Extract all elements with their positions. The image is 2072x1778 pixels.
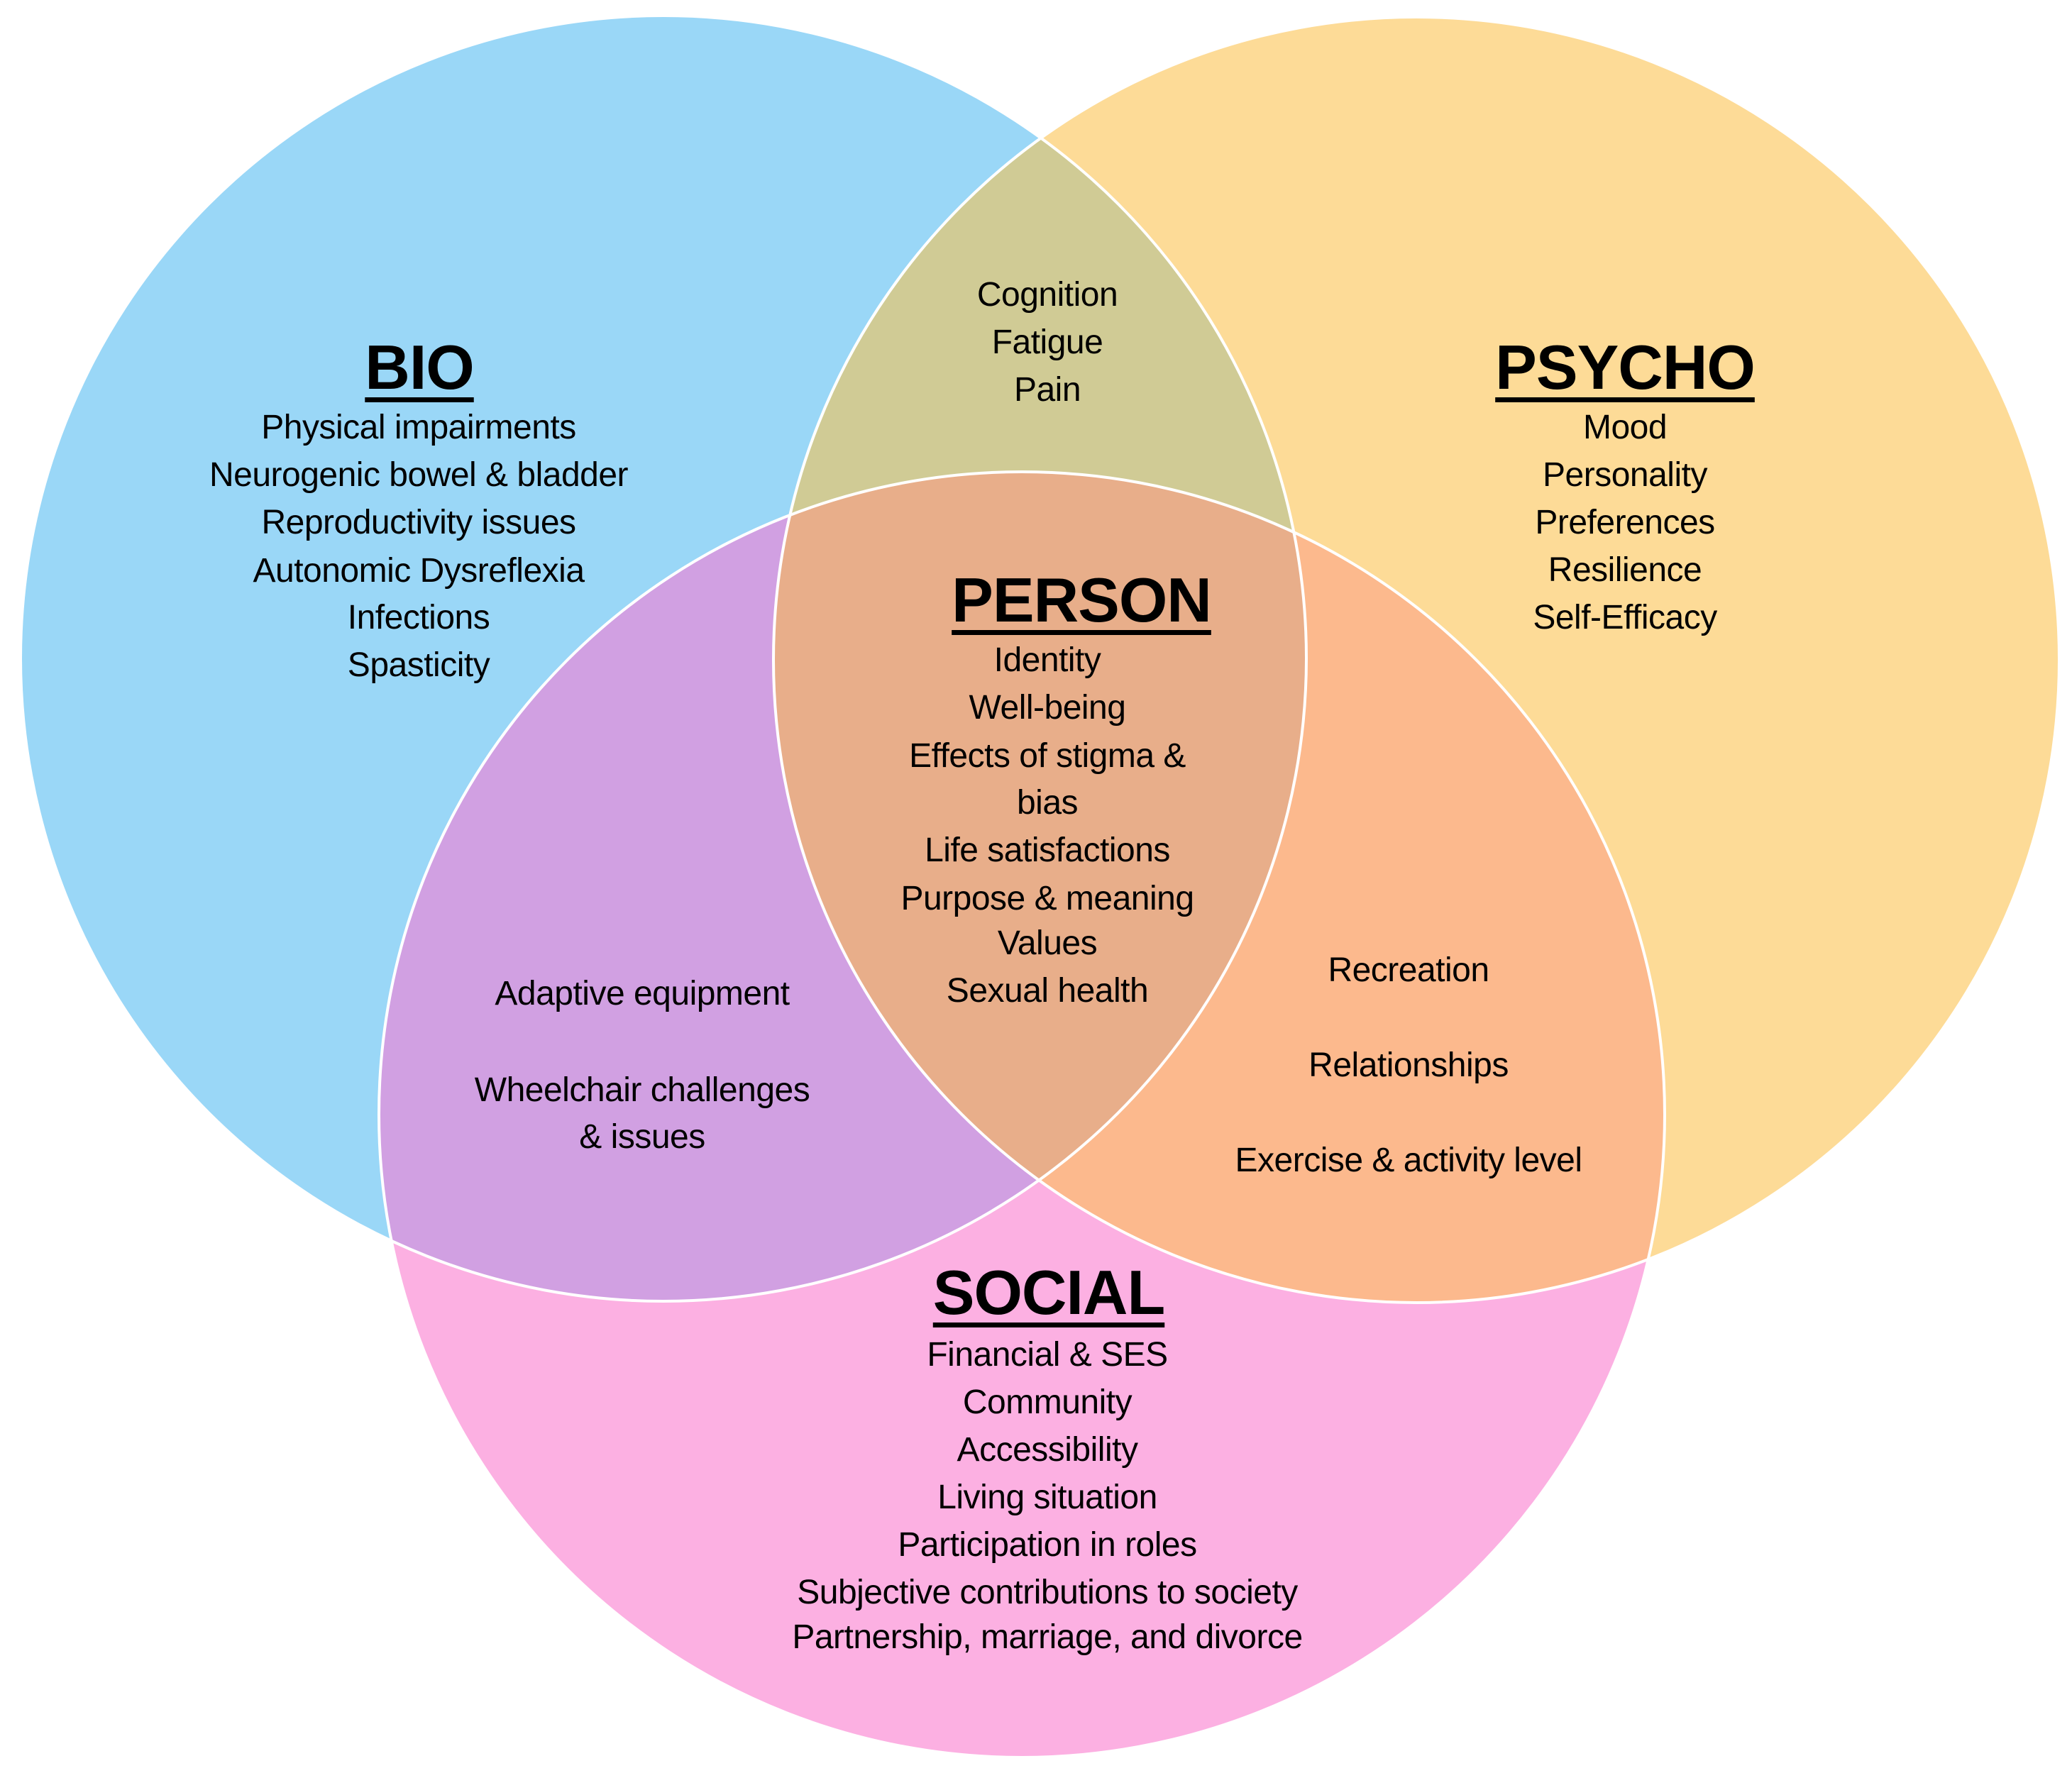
person-item: Identity (993, 641, 1101, 679)
bio-social-item: & issues (579, 1118, 705, 1156)
bio-item: Autonomic Dysreflexia (253, 552, 585, 590)
person-item: Effects of stigma & (909, 737, 1186, 775)
person-item: bias (1016, 784, 1079, 822)
person-title: PERSON (952, 565, 1212, 635)
social-outline (378, 470, 1666, 1759)
bio-title: BIO (365, 332, 474, 402)
person-center-overlap (773, 472, 1306, 1301)
person-item: Values (997, 924, 1098, 962)
social-title: SOCIAL (932, 1257, 1165, 1327)
bio-outline (19, 14, 1308, 1303)
psycho-outline (772, 16, 2061, 1304)
social-item: Community (962, 1384, 1133, 1421)
psycho-social-item: Relationships (1308, 1047, 1509, 1084)
social-item: Participation in roles (898, 1526, 1197, 1564)
psycho-item: Mood (1582, 409, 1668, 446)
person-item: Well-being (969, 689, 1126, 727)
bio-psycho-item: Fatigue (991, 324, 1103, 361)
bio-social-item: Wheelchair challenges (474, 1071, 810, 1109)
psycho-social-item: Recreation (1328, 951, 1489, 989)
bio-item: Physical impairments (261, 409, 576, 446)
psycho-item: Preferences (1535, 504, 1715, 541)
bio-item: Reproductivity issues (261, 504, 576, 541)
psycho-item: Resilience (1548, 551, 1702, 589)
person-item: Life satisfactions (925, 832, 1170, 869)
bio-item: Spasticity (347, 646, 490, 684)
psycho-item: Self-Efficacy (1533, 599, 1717, 636)
person-item: Purpose & meaning (900, 880, 1194, 917)
social-item: Living situation (937, 1479, 1157, 1516)
social-item: Financial & SES (927, 1336, 1168, 1374)
psycho-item: Personality (1543, 456, 1707, 494)
social-item: Accessibility (957, 1431, 1138, 1469)
bio-psycho-item: Pain (1013, 371, 1081, 409)
psycho-social-item: Exercise & activity level (1235, 1142, 1583, 1179)
bio-social-item: Adaptive equipment (495, 975, 790, 1012)
bio-psycho-item: Cognition (976, 276, 1118, 314)
person-item: Sexual health (946, 972, 1149, 1010)
social-item: Subjective contributions to society (797, 1574, 1298, 1611)
bio-item: Neurogenic bowel & bladder (209, 456, 629, 494)
bio-item: Infections (347, 599, 490, 636)
social-item: Partnership, marriage, and divorce (792, 1618, 1303, 1656)
psycho-title: PSYCHO (1495, 332, 1756, 402)
